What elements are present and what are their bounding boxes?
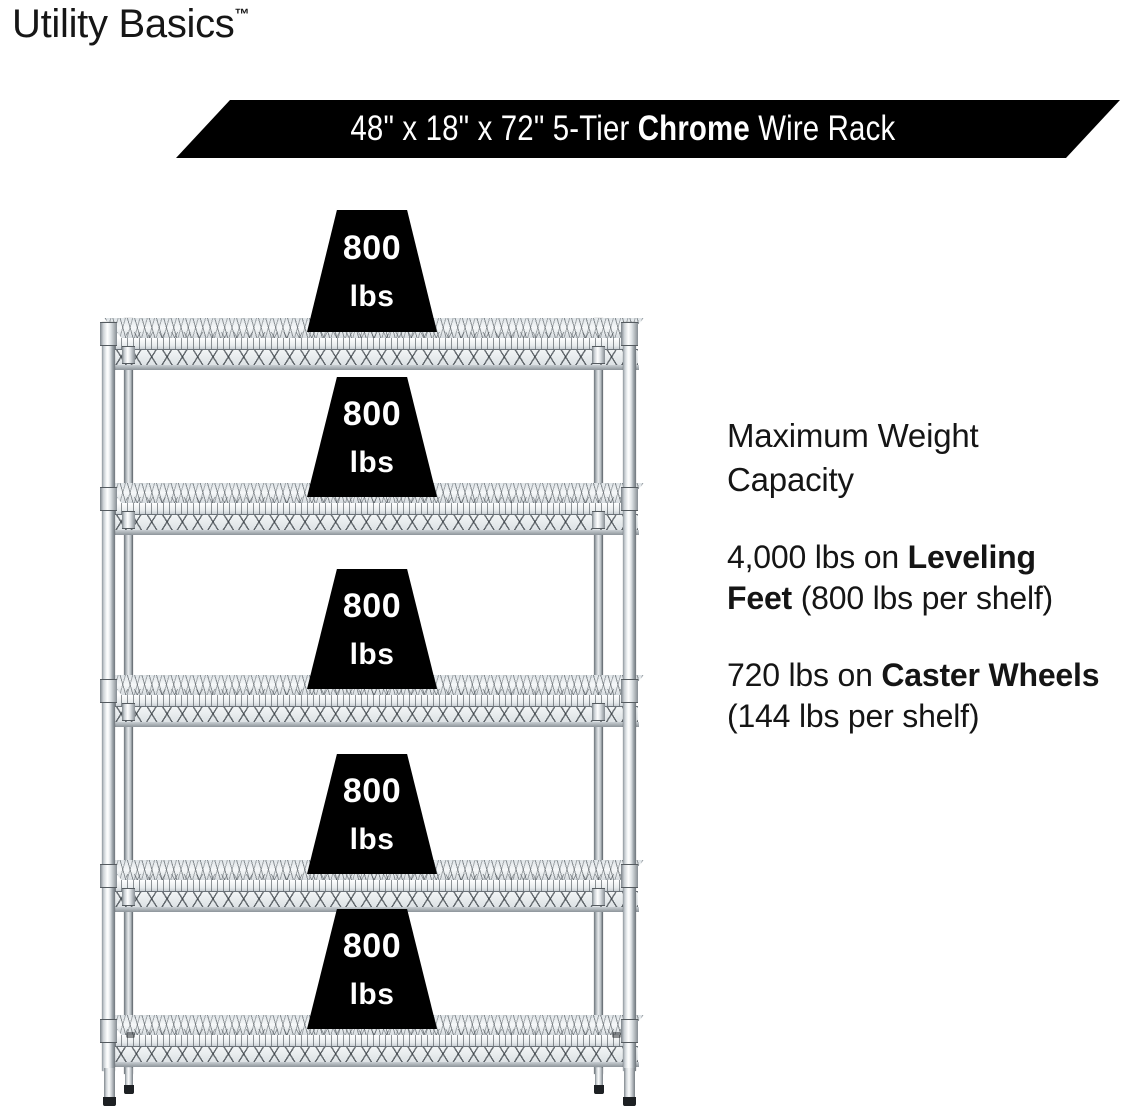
collar-rear-right-2: [592, 511, 605, 529]
foot-tip-front-left: [103, 1097, 116, 1106]
shelf-3-front-truss: [110, 706, 638, 723]
caster-wheels-lead: 720 lbs on: [727, 657, 882, 693]
shelf-2-front-truss: [110, 514, 638, 531]
shelf-5-lip: [109, 1062, 639, 1067]
brand-name: Utility Basics: [12, 2, 235, 46]
leveling-foot-rear-right: [594, 1068, 604, 1094]
leveling-foot-rear-left: [124, 1068, 134, 1094]
shelf-5-front-truss: [110, 1046, 638, 1063]
shelf-3-apron: [125, 689, 623, 698]
product-title-text: 48" x 18" x 72" 5-Tier Chrome Wire Rack: [345, 109, 895, 149]
collar-rear-left-1: [122, 346, 135, 364]
shelf-4-deck-wires: [114, 880, 634, 893]
collar-front-right-3: [621, 679, 638, 703]
capacity-badge-4-unit: lbs: [349, 822, 395, 856]
leveling-feet-tail: (800 lbs per shelf): [792, 580, 1054, 617]
collar-front-left-2: [100, 487, 117, 511]
shelf-2-deck-wires: [114, 503, 634, 516]
capacity-badge-5-value: 800: [342, 926, 402, 965]
leveling-feet-bold: Leveling Feet: [727, 539, 1036, 617]
capacity-badge-2-unit: lbs: [349, 445, 395, 479]
shelf-5-apron: [125, 1029, 623, 1038]
collar-front-left-3: [100, 679, 117, 703]
shelf-1-front-truss: [110, 349, 638, 366]
capacity-badge-5: 800 lbs: [307, 909, 437, 1029]
collar-rear-right-3: [592, 703, 605, 721]
foot-tip-rear-right: [594, 1085, 604, 1094]
capacity-badge-3: 800 lbs: [307, 569, 437, 689]
collar-front-left-4: [100, 864, 117, 888]
collar-front-right-2: [621, 487, 638, 511]
capacity-badge-1-unit: lbs: [349, 279, 395, 313]
collar-front-left-1: [100, 322, 117, 346]
foot-tip-front-right: [623, 1097, 636, 1106]
trademark-icon: ™: [234, 6, 250, 23]
shelf-2-lip: [109, 530, 639, 535]
collar-rear-right-1: [592, 346, 605, 364]
leveling-foot-front-left: [103, 1068, 116, 1106]
shelf-1-lip: [109, 365, 639, 370]
shelf-4-apron: [125, 874, 623, 883]
caster-wheels-tail: (144 lbs per shelf): [727, 697, 980, 734]
shelf-2-apron: [125, 497, 623, 506]
shelf-1-apron: [125, 332, 623, 341]
collar-rear-left-2: [122, 511, 135, 529]
capacity-badge-2-value: 800: [342, 394, 402, 433]
capacity-badge-4-value: 800: [342, 771, 402, 810]
collar-front-right-1: [621, 322, 638, 346]
collar-rear-right-4: [592, 888, 605, 906]
collar-front-right-5: [621, 1019, 638, 1043]
caster-wheels-capacity-text: 720 lbs on Caster Wheels (144 lbs per sh…: [727, 655, 1107, 737]
wire-rack-illustration: 800 lbs 800 lbs 800 lbs 800 lbs 800 lbs: [96, 210, 652, 1106]
title-prefix: 48" x 18" x 72" 5-Tier: [350, 109, 638, 148]
capacity-badge-3-value: 800: [342, 586, 402, 625]
capacity-badge-1-value: 800: [342, 228, 402, 267]
shelf-3-lip: [109, 722, 639, 727]
leveling-foot-front-right: [623, 1068, 636, 1106]
collar-rear-left-3: [122, 703, 135, 721]
shelf-3-deck-wires: [114, 695, 634, 708]
product-title-banner: 48" x 18" x 72" 5-Tier Chrome Wire Rack: [176, 100, 1120, 158]
capacity-copy-block: Maximum Weight Capacity 4,000 lbs on Lev…: [727, 414, 1107, 737]
capacity-badge-4: 800 lbs: [307, 754, 437, 874]
leveling-feet-lead: 4,000 lbs on: [727, 539, 908, 576]
caster-wheels-bold: Caster Wheels: [881, 657, 1100, 693]
title-suffix: Wire Rack: [749, 109, 895, 148]
capacity-badge-5-unit: lbs: [349, 977, 395, 1011]
shelf-5-clip-right: [612, 1032, 621, 1038]
collar-rear-left-4: [122, 888, 135, 906]
capacity-badge-1: 800 lbs: [307, 210, 437, 332]
brand-wordmark: Utility Basics™: [12, 2, 250, 47]
capacity-badge-3-unit: lbs: [349, 637, 395, 671]
shelf-4-front-truss: [110, 891, 638, 908]
shelf-5-clip-left: [126, 1032, 135, 1038]
leveling-feet-capacity-text: 4,000 lbs on Leveling Feet (800 lbs per …: [727, 537, 1107, 619]
foot-tip-rear-left: [124, 1085, 134, 1094]
collar-front-right-4: [621, 864, 638, 888]
title-finish-bold: Chrome: [637, 109, 750, 148]
collar-front-left-5: [100, 1019, 117, 1043]
capacity-badge-2: 800 lbs: [307, 377, 437, 497]
capacity-heading: Maximum Weight Capacity: [727, 417, 979, 498]
shelf-1-deck-wires: [114, 338, 634, 351]
shelf-5-deck-wires: [114, 1035, 634, 1048]
